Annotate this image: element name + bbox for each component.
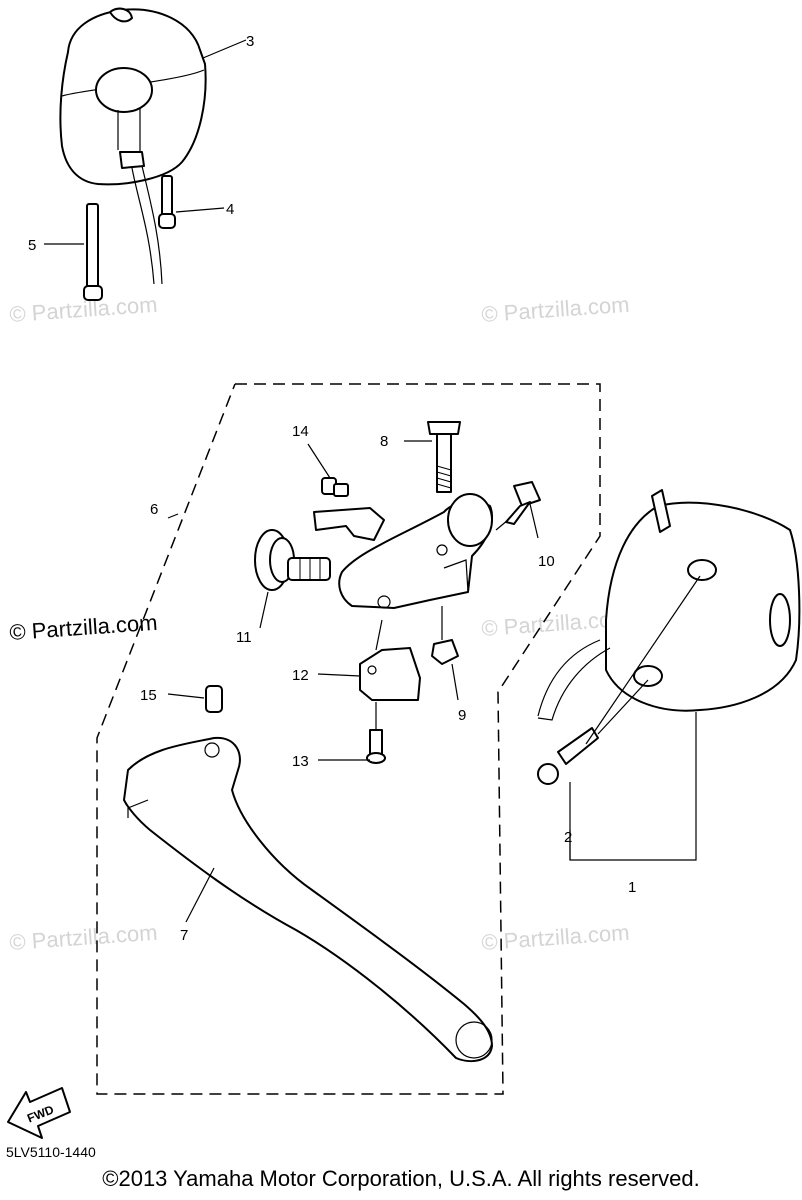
lever-holder [338, 493, 493, 609]
watermark-prominent: © Partzilla.com [9, 610, 159, 645]
copyright-notice: ©2013 Yamaha Motor Corporation, U.S.A. A… [102, 1166, 700, 1191]
callout-numbers: 3 4 5 6 8 14 10 11 12 9 15 13 7 2 1 [28, 33, 636, 944]
callout-10: 10 [538, 553, 555, 570]
callout-15: 15 [140, 687, 157, 704]
callout-4: 4 [226, 201, 234, 218]
callout-7: 7 [180, 927, 188, 944]
part-15-collar [205, 685, 223, 713]
part-3-switch-housing [59, 7, 207, 285]
callout-6: 6 [150, 501, 158, 518]
part-10-screw [505, 481, 541, 525]
part-7-lever [123, 736, 493, 1063]
callout-2: 2 [564, 829, 572, 846]
part-14-screw [321, 477, 349, 497]
callout-5: 5 [28, 237, 36, 254]
part-13-screw [366, 729, 386, 764]
watermark: © Partzilla.com [481, 292, 631, 327]
callout-14: 14 [292, 423, 309, 440]
part-12-switch [359, 647, 421, 701]
diagram-code: 5LV5110-1440 [6, 1144, 96, 1160]
part-5-screw [83, 203, 103, 301]
callout-9: 9 [458, 707, 466, 724]
fwd-arrow-icon: FWD [7, 1087, 71, 1139]
callout-3: 3 [246, 33, 254, 50]
callout-13: 13 [292, 753, 309, 770]
leader-lines [44, 39, 701, 923]
part-2-screw [537, 727, 599, 785]
part-9-nut [431, 639, 459, 665]
watermark: © Partzilla.com [481, 920, 631, 955]
part-8-bolt [427, 421, 461, 493]
callout-11: 11 [236, 629, 252, 646]
callout-8: 8 [380, 433, 388, 450]
lever-assembly-boundary [96, 383, 601, 1095]
watermark: © Partzilla.com [9, 920, 159, 955]
watermarks: © Partzilla.com © Partzilla.com © Partzi… [9, 292, 631, 955]
part-1-switch-housing [537, 489, 801, 721]
callout-1: 1 [628, 879, 636, 896]
switch-bracket [313, 507, 385, 541]
part-4-screw [158, 175, 176, 229]
callout-12: 12 [292, 667, 309, 684]
part-11-adjuster [254, 529, 331, 591]
